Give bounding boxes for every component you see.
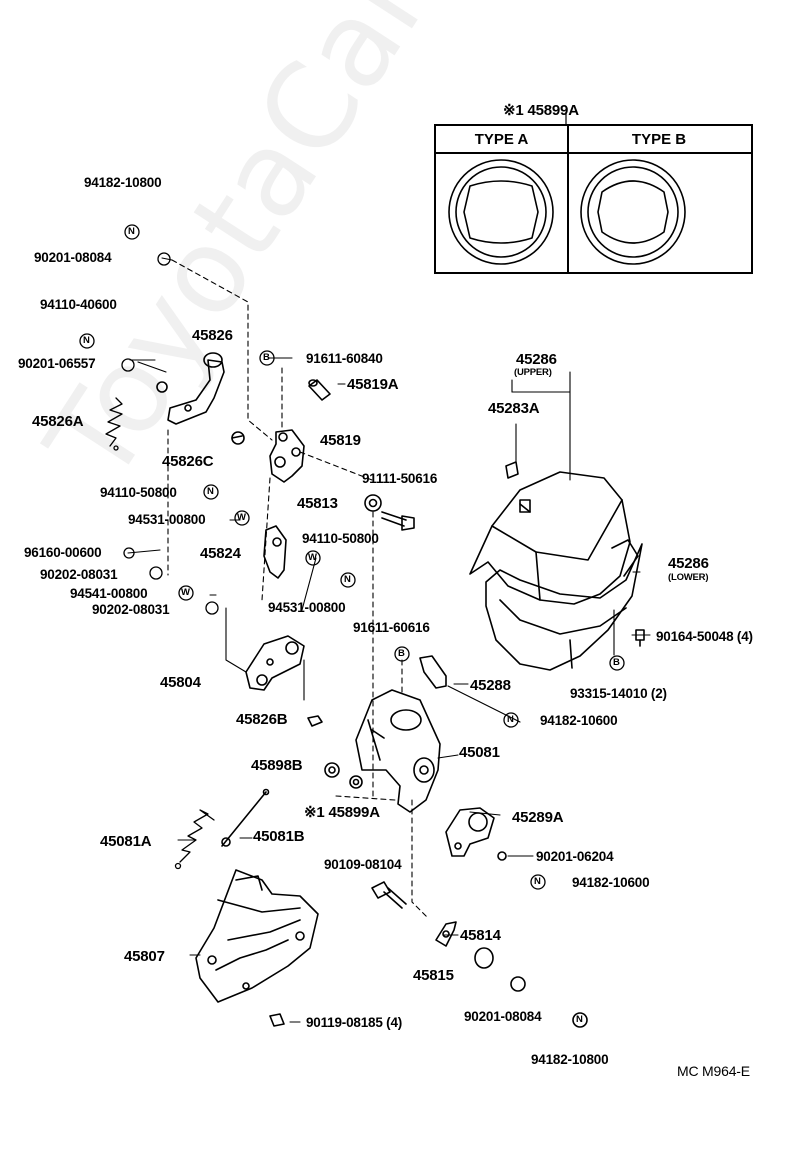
part-label-94531-00800: 94531-00800: [128, 512, 206, 527]
type-table: TYPE A TYPE B: [434, 124, 753, 274]
part-label-45899A: ※1 45899A: [304, 804, 380, 821]
part-label-94541-00800: 94541-00800: [70, 586, 148, 601]
part-label-45815: 45815: [413, 967, 454, 984]
spring-45826A-drawing: [105, 397, 123, 451]
part-label-45286-lower-sub: (LOWER): [668, 572, 709, 583]
part-label-93315-14010: 93315-14010 (2): [570, 686, 667, 701]
nut-callout-letter: N: [534, 876, 541, 887]
bracket-45081-drawing: [355, 689, 441, 813]
part-label-94110-50800: 94110-50800: [100, 485, 177, 500]
part-label-45286-upper-sub: (UPPER): [514, 367, 552, 378]
type-a-header: TYPE A: [436, 126, 569, 154]
part-label-94182-10800: 94182-10800: [84, 175, 162, 190]
part-label-45824: 45824: [200, 545, 241, 562]
bolt-90109-drawing: [371, 881, 407, 909]
nut-callout-letter: N: [83, 335, 90, 346]
part-label-90201-06204: 90201-06204: [536, 849, 614, 864]
part-label-90202-08031: 90202-08031: [40, 567, 118, 582]
drawing-code: MC M964-E: [677, 1063, 750, 1079]
part-label-90202-08031: 90202-08031: [92, 602, 170, 617]
part-label-91611-60840: 91611-60840: [306, 351, 383, 366]
part-label-96160-00600: 96160-00600: [24, 545, 102, 560]
part-label-45813: 45813: [297, 495, 338, 512]
part-45815-drawing: [435, 921, 457, 947]
part-label-45081B: 45081B: [253, 828, 305, 845]
part-label-45289A: 45289A: [512, 809, 564, 826]
rod-45081B-drawing: [221, 788, 270, 847]
type-table-ref: ※1 45899A: [503, 102, 579, 119]
part-label-94110-50800: 94110-50800: [302, 531, 379, 546]
nut-callout-letter: N: [507, 714, 514, 725]
part-label-45826C: 45826C: [162, 453, 214, 470]
bolt-91111-drawing: [381, 511, 415, 531]
part-label-45807: 45807: [124, 948, 165, 965]
bracket-45289A-drawing: [445, 807, 495, 857]
part-label-45081: 45081: [459, 744, 500, 761]
part-label-45288: 45288: [470, 677, 511, 694]
part-label-90201-08084: 90201-08084: [34, 250, 112, 265]
part-label-45898B: 45898B: [251, 757, 303, 774]
part-label-90201-08084: 90201-08084: [464, 1009, 542, 1024]
type-table-divider: [567, 126, 569, 272]
part-label-90119-08185: 90119-08185 (4): [306, 1015, 403, 1030]
part-label-91611-60616: 91611-60616: [353, 620, 430, 635]
bracket-45804-drawing: [245, 635, 305, 691]
washer-callout-letter: W: [308, 552, 317, 563]
clip-45826B-drawing: [307, 715, 323, 727]
bushing-45898B-drawing: [324, 762, 340, 778]
bolt-90119-drawing: [269, 1013, 285, 1027]
bolt-callout-letter: B: [613, 657, 620, 668]
part-label-45826: 45826: [192, 327, 233, 344]
type-a-bushing-drawing: [448, 159, 554, 265]
part-label-45814: 45814: [460, 927, 501, 944]
pin-45819A-drawing: [308, 379, 331, 401]
bolt-callout-letter: B: [398, 648, 405, 659]
part-label-94531-00800: 94531-00800: [268, 600, 346, 615]
part-label-45819: 45819: [320, 432, 361, 449]
part-label-94182-10800: 94182-10800: [531, 1052, 609, 1067]
type-b-header: TYPE B: [567, 126, 751, 154]
nut-callout-letter: N: [576, 1014, 583, 1025]
part-label-94182-10600: 94182-10600: [572, 875, 650, 890]
part-label-91111-50616: 91111-50616: [362, 471, 438, 486]
bracket-45807-drawing: [195, 869, 319, 1003]
washer-callout-letter: W: [237, 512, 246, 523]
column-cover-upper-drawing: [469, 471, 631, 605]
clip-45288-drawing: [419, 655, 447, 689]
part-label-94182-10600: 94182-10600: [540, 713, 618, 728]
part-label-45819A: 45819A: [347, 376, 399, 393]
part-label-45826A: 45826A: [32, 413, 84, 430]
spring-45081A-drawing: [174, 809, 215, 870]
bushing-45814-drawing: [474, 947, 494, 969]
screw-90164-drawing: [635, 629, 645, 647]
nut-callout-letter: N: [128, 226, 135, 237]
part-label-90201-06557: 90201-06557: [18, 356, 96, 371]
bolt-callout-letter: B: [263, 352, 270, 363]
nut-callout-letter: N: [344, 574, 351, 585]
bracket-45824-drawing: [263, 525, 287, 579]
part-label-45283A: 45283A: [488, 400, 540, 417]
part-label-45286-upper: 45286: [516, 351, 557, 368]
bushing-45813-drawing: [364, 494, 382, 512]
column-cover-lower-drawing: [485, 539, 643, 671]
part-label-94110-40600: 94110-40600: [40, 297, 117, 312]
bracket-45819-drawing: [269, 429, 305, 483]
part-label-45804: 45804: [160, 674, 201, 691]
part-label-45081A: 45081A: [100, 833, 152, 850]
part-label-45826B: 45826B: [236, 711, 288, 728]
part-label-90109-08104: 90109-08104: [324, 857, 402, 872]
lever-45826-drawing: [156, 352, 225, 425]
washer-callout-letter: W: [181, 587, 190, 598]
nut-callout-letter: N: [207, 486, 214, 497]
part-label-90164-50048: 90164-50048 (4): [656, 629, 753, 644]
part-label-45286-lower: 45286: [668, 555, 709, 572]
plate-45283A-drawing: [505, 461, 519, 479]
type-b-bushing-drawing: [580, 159, 686, 265]
